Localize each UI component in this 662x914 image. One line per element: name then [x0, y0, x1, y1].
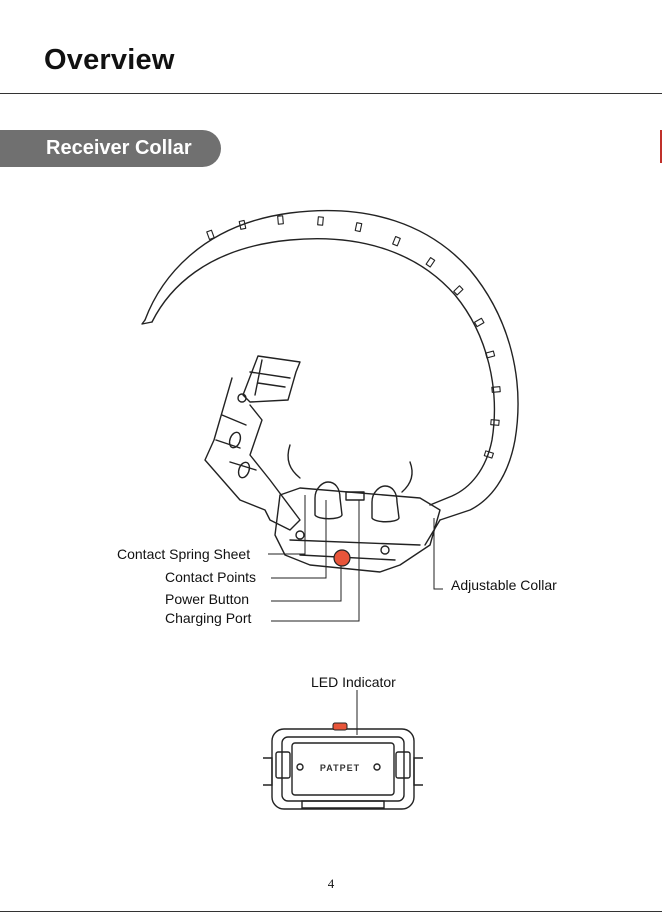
label-contact-spring-sheet: Contact Spring Sheet: [117, 546, 250, 562]
label-led-indicator: LED Indicator: [311, 674, 396, 690]
strap-outer-edge: [145, 211, 518, 520]
callout-line-spring-sheet: [268, 495, 305, 554]
page-number: 4: [0, 876, 662, 892]
strap-holes: [207, 216, 500, 458]
label-contact-points: Contact Points: [165, 569, 256, 585]
led-indicator-graphic: [333, 723, 347, 730]
bottom-divider: [0, 911, 662, 912]
label-power-button: Power Button: [165, 591, 249, 607]
strap-tip: [142, 320, 152, 324]
power-button-graphic: [334, 550, 350, 566]
device-logo: PATPET: [320, 763, 360, 773]
label-charging-port: Charging Port: [165, 610, 251, 626]
contact-point-left: [315, 482, 342, 519]
label-adjustable-collar: Adjustable Collar: [451, 577, 557, 593]
buckle: [243, 356, 300, 402]
strap-inner-edge: [152, 239, 494, 505]
contact-point-right: [372, 486, 399, 522]
callout-line-power-button: [271, 566, 341, 601]
